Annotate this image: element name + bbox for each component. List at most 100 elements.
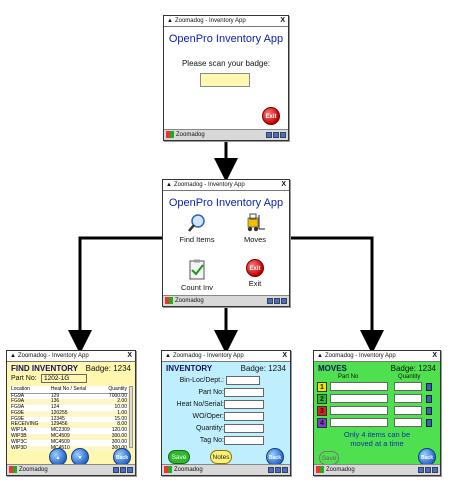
badge-number: Badge: 1234 [390,364,436,373]
table-cell: 2.00 [100,398,128,406]
move-part-input[interactable] [330,394,388,403]
field-label: Tag No: [199,437,224,444]
start-icon[interactable] [166,130,174,138]
close-icon[interactable]: X [280,17,285,24]
table-cell: FG9A [10,398,50,406]
field-label: Heat No/Serial: [176,401,224,408]
save-button[interactable]: Save [168,450,190,464]
dog-logo-icon: ▲ [165,353,171,359]
table-cell: FG9A [11,392,25,399]
move-limit-note: Only 4 items can be moved at a time [314,430,440,448]
row-number-badge: 1 [317,382,327,392]
trash-icon[interactable] [426,395,432,403]
close-icon[interactable]: X [281,181,286,188]
prev-page-button[interactable]: ▲ [49,448,67,466]
field-input[interactable] [226,376,260,385]
field-input[interactable] [224,412,264,421]
field-input[interactable] [224,436,264,445]
menu-item-moves[interactable]: Moves [225,213,285,244]
table-cell: 136 [49,398,101,406]
forklift-icon [247,213,265,232]
arrow-menu-to-find [68,236,162,354]
system-tray [266,298,287,308]
window-titlebar: ▲Zoomadog - Inventory App X [164,16,288,27]
screen-header: FIND INVENTORY Badge: 1234 [11,364,131,373]
table-cell: 1.00 [100,410,128,417]
menu-item-exit[interactable]: Exit Exit [225,259,285,288]
move-quantity-input[interactable] [394,418,422,427]
system-tray [265,132,286,142]
trash-icon[interactable] [426,419,432,427]
next-page-button[interactable]: ▼ [71,448,89,466]
start-icon[interactable] [316,465,324,473]
table-cell: 120.00 [111,427,127,434]
start-icon[interactable] [9,465,17,473]
screen-title: FIND INVENTORY [11,364,79,373]
window-title: Zoomadog - Inventory App [172,353,244,359]
table-row[interactable]: WIP3DMC4510300.00 [10,445,128,452]
start-icon[interactable] [165,296,173,304]
table-cell: MC4509 [49,433,101,440]
taskbar-label: Zoomadog [326,467,355,473]
close-icon[interactable]: X [432,352,437,359]
find-inventory-window: ▲ Zoomadog - Inventory App X FIND INVENTO… [6,350,136,476]
exit-button[interactable]: Exit [262,107,280,125]
table-cell: FG9E [10,410,50,417]
trash-icon[interactable] [426,383,432,391]
screen-title: MOVES [318,364,347,373]
app-title: OpenPro Inventory App [168,197,284,209]
field-input[interactable] [224,400,264,409]
window-title: Zoomadog - Inventory App [17,353,89,359]
window-titlebar: ▲Zoomadog - Inventory App X [314,351,440,362]
menu-item-count-inv[interactable]: Count Inv [167,259,227,292]
save-button[interactable]: Save [319,451,339,465]
table-cell: RECEIVING [10,422,50,429]
field-label: Quantity: [195,425,224,432]
menu-item-find-items[interactable]: Find Items [167,213,227,244]
find-inventory-screen: FIND INVENTORY Badge: 1234 Part No: 1202… [7,362,135,466]
part-no-input[interactable]: 1202-1G [41,374,87,383]
badge-input[interactable] [200,73,250,87]
window-title: Zoomadog - Inventory App [174,18,246,24]
move-part-input[interactable] [330,382,388,391]
menu-item-label: Moves [243,235,267,244]
screen-title: INVENTORY [166,364,213,373]
login-screen-window: ▲Zoomadog - Inventory App X OpenPro Inve… [163,15,289,141]
dog-logo-icon: ▲ [166,182,172,188]
notes-button[interactable]: Notes [210,450,232,464]
dog-logo-icon: ▲ [167,18,173,24]
exit-icon: Exit [246,259,264,277]
back-button[interactable]: Back [113,448,131,466]
close-icon[interactable]: X [127,352,132,359]
table-scrollbar[interactable] [129,386,133,448]
menu-screen-window: ▲Zoomadog - Inventory App X OpenPro Inve… [162,179,290,307]
field-input[interactable] [224,424,264,433]
close-icon[interactable]: X [282,352,287,359]
row-number-badge: 4 [317,418,327,428]
table-cell: MC4509 [50,438,70,445]
field-input[interactable] [224,388,264,397]
trash-icon[interactable] [426,407,432,415]
row-number-badge: 3 [317,406,327,416]
note-line-2: moved at a time [350,439,404,448]
app-title: OpenPro Inventory App [168,33,284,45]
move-part-input[interactable] [330,418,388,427]
move-quantity-input[interactable] [394,394,422,403]
column-header: Quantity [100,386,128,394]
badge-number: Badge: 1234 [85,364,131,373]
table-cell: 12345 [50,415,65,422]
move-quantity-input[interactable] [394,382,422,391]
move-quantity-input[interactable] [394,406,422,415]
start-icon[interactable] [164,465,172,473]
move-part-input[interactable] [330,406,388,415]
